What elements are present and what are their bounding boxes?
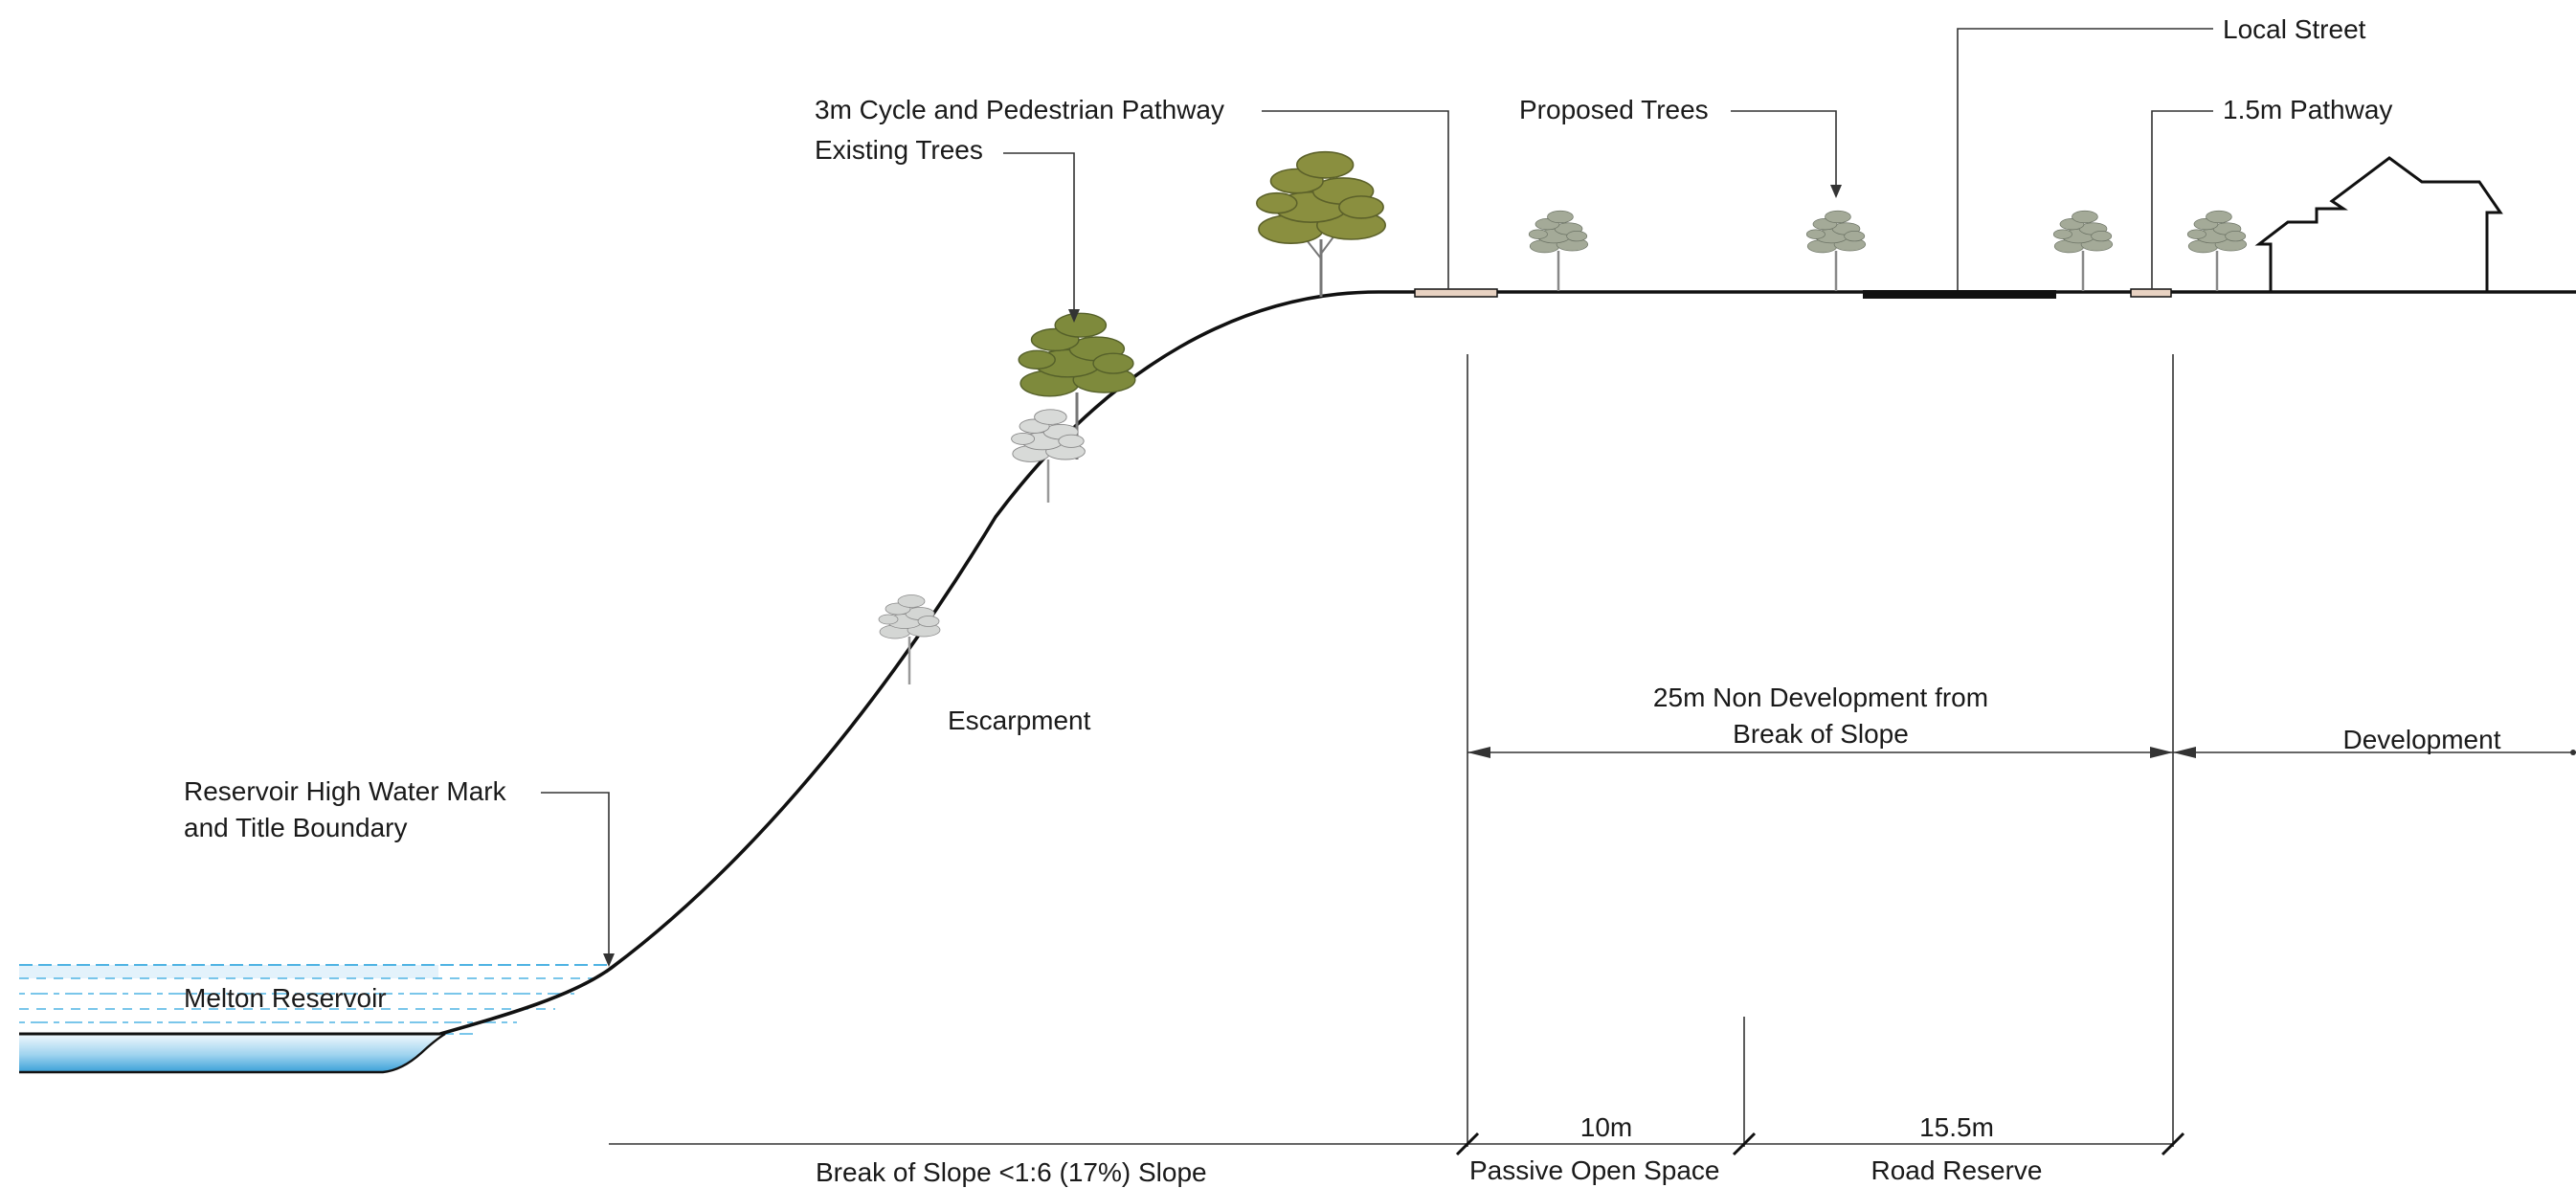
leader-local-street — [1957, 28, 2213, 290]
label-non-development-line2: Break of Slope — [1733, 719, 1909, 749]
label-development: Development — [2343, 725, 2501, 754]
label-road-reserve: Road Reserve — [1871, 1155, 2043, 1185]
tree-proposed-4 — [2186, 210, 2248, 291]
tree-grey-slope-upper — [1011, 409, 1086, 503]
leader-existing-trees — [1003, 152, 1075, 321]
label-cycle-pathway: 3m Cycle and Pedestrian Pathway — [815, 95, 1224, 124]
leader-pathway — [2151, 110, 2213, 289]
pathway-strip — [2130, 288, 2172, 298]
tree-proposed-1 — [1528, 210, 1589, 291]
tree-existing-crest — [1256, 150, 1386, 297]
label-passive-open-space: Passive Open Space — [1469, 1155, 1720, 1185]
label-pathway: 1.5m Pathway — [2223, 95, 2392, 124]
dimension-lines — [609, 354, 2576, 1156]
label-proposed-trees: Proposed Trees — [1519, 95, 1709, 124]
tree-proposed-2 — [1805, 210, 1867, 291]
ground-profile — [439, 290, 2576, 1036]
house-outline — [2254, 156, 2503, 292]
label-dim-15-5m: 15.5m — [1919, 1112, 1994, 1142]
label-high-water-line2: and Title Boundary — [184, 813, 408, 842]
label-break-of-slope: Break of Slope <1:6 (17%) Slope — [816, 1157, 1207, 1187]
label-dim-10m: 10m — [1580, 1112, 1632, 1142]
leader-high-water — [541, 792, 610, 965]
cycle-pathway-strip — [1414, 288, 1498, 298]
tree-grey-slope-lower — [878, 594, 941, 684]
label-escarpment: Escarpment — [948, 706, 1091, 735]
label-reservoir: Melton Reservoir — [184, 983, 387, 1013]
reservoir-water — [19, 964, 613, 1074]
leader-proposed-trees — [1731, 110, 1837, 196]
label-local-street: Local Street — [2223, 14, 2366, 44]
leader-cycle-pathway — [1262, 110, 1449, 289]
tree-proposed-3 — [2052, 210, 2114, 291]
label-high-water-line1: Reservoir High Water Mark — [184, 776, 507, 806]
label-existing-trees: Existing Trees — [815, 135, 983, 165]
label-non-development-line1: 25m Non Development from — [1653, 683, 1988, 712]
local-street-strip — [1863, 290, 2056, 299]
